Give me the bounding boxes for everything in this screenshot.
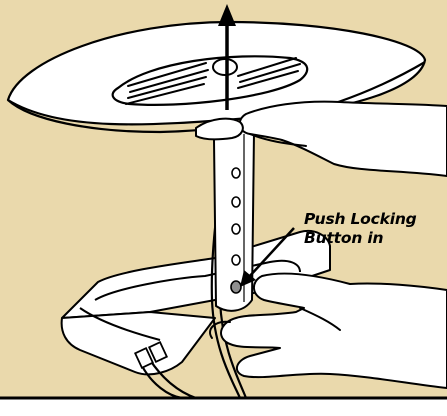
callout-arrow: [240, 227, 295, 287]
callout-line-2: Button in: [304, 229, 384, 247]
push-locking-button-callout: Push Locking Button in: [304, 210, 434, 248]
cord-plugs: [133, 341, 169, 369]
stem-holes: [231, 167, 241, 266]
lamp-base: [60, 230, 331, 376]
lamp-center-knob: [212, 58, 238, 76]
bottom-margin: [0, 398, 447, 416]
lift-arrow-icon: [218, 4, 236, 110]
upper-hand: [195, 100, 447, 177]
callout-line-1: Push Locking: [304, 210, 417, 228]
locking-button: [230, 280, 242, 294]
lower-hand: [209, 272, 447, 389]
lamp-vent-slots: [125, 57, 301, 105]
